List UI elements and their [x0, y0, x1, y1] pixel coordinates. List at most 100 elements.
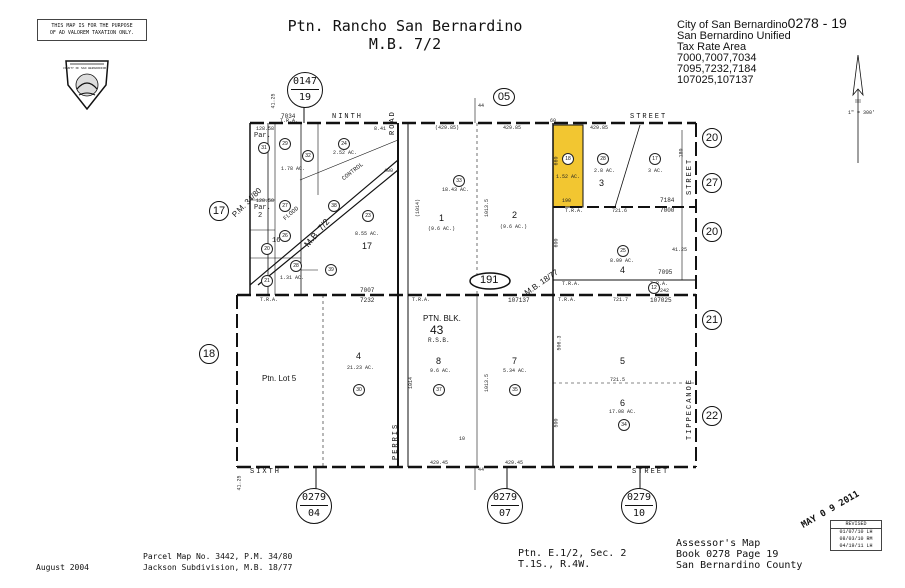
parcel-circle-28a[interactable]: 28	[597, 153, 609, 165]
dim-27: 128.58	[256, 198, 275, 204]
ref-bottom-1[interactable]: 0279 04	[296, 488, 332, 524]
parcel-6-acres: 17.08 AC.	[609, 409, 637, 415]
ref-bottom-2[interactable]: 0279 07	[487, 488, 523, 524]
parcel-circle-28b[interactable]: 28	[290, 260, 302, 272]
tra-code-7000: 7000	[660, 207, 675, 214]
parcel-3-acres: 2.8 AC.	[594, 168, 616, 174]
parcel-circle-37[interactable]: 37	[433, 384, 445, 396]
highlighted-parcel	[552, 124, 584, 208]
parcel-circle-29[interactable]: 29	[279, 138, 291, 150]
footer-section-1: Ptn. E.1/2, Sec. 2	[518, 548, 627, 559]
ref-top[interactable]: 0147 19	[287, 72, 323, 108]
ref-bottom-3[interactable]: 0279 10	[621, 488, 657, 524]
par-2-label: Par.	[254, 204, 271, 212]
adjacent-21[interactable]: 21	[702, 310, 722, 330]
north-arrow-icon	[852, 54, 864, 165]
parcel-circle-25[interactable]: 25	[617, 245, 629, 257]
dim-24: 41.25	[672, 247, 688, 253]
parcel-6-num: 6	[620, 398, 626, 408]
dim-28: 8.41	[374, 126, 387, 132]
parcel-circle-24[interactable]: 24	[338, 138, 350, 150]
parcel-circle-39[interactable]: 39	[325, 264, 337, 276]
adjacent-20b[interactable]: 20	[702, 222, 722, 242]
adjacent-17[interactable]: 17	[209, 201, 229, 221]
tippecanoe-label-top: STREET	[686, 157, 694, 195]
adjacent-22[interactable]: 22	[702, 406, 722, 426]
district-name: San Bernardino Unified	[677, 30, 791, 42]
parcel-circle-30[interactable]: 30	[353, 384, 365, 396]
dim-2: 429.85	[503, 125, 522, 131]
revised-3: 04/19/11 LH	[839, 543, 873, 549]
tra-mark-2: T.R.A.	[565, 208, 584, 214]
dim-4: 429.45	[430, 460, 449, 466]
tra-code-7232: 7232	[360, 297, 375, 304]
ref-top-book: 0147	[291, 74, 319, 90]
dim-25: 41.25	[236, 475, 243, 491]
parcel-circle-33[interactable]: 33	[453, 175, 465, 187]
parcel-4-top-num: 4	[620, 265, 626, 275]
dim-23: 41.25	[270, 93, 277, 109]
parcel-circle-34[interactable]: 34	[618, 419, 630, 431]
tra-label: Tax Rate Area	[677, 41, 747, 53]
footer-map-1: Assessor's Map	[676, 538, 761, 549]
parcel-circle-27[interactable]: 27	[279, 200, 291, 212]
title-line-2: M.B. 7/2	[368, 35, 442, 53]
parcel-circle-26[interactable]: 26	[279, 230, 291, 242]
parcel-circle-21[interactable]: 21	[261, 275, 273, 287]
revised-2: 08/03/10 RM	[839, 536, 873, 542]
tra-code-107137: 107137	[508, 297, 530, 304]
disclaimer-line-2: OF AD VALOREM TAXATION ONLY.	[49, 30, 135, 36]
revised-box: REVISED 01/07/10 LH 08/03/10 RM 04/19/11…	[830, 520, 882, 551]
par-1-label: Par.	[254, 132, 271, 140]
dim-15: 500	[553, 418, 560, 428]
parcel-circle-20[interactable]: 20	[261, 243, 273, 255]
parcel-circle-38[interactable]: 38	[328, 200, 340, 212]
adjacent-20a[interactable]: 20	[702, 128, 722, 148]
tra-code-107025: 107025	[650, 297, 672, 304]
adjacent-18[interactable]: 18	[199, 344, 219, 364]
parcel-7-num: 7	[512, 356, 518, 366]
parcel-circle-32[interactable]: 32	[302, 150, 314, 162]
disclaimer-line-1: THIS MAP IS FOR THE PURPOSE	[51, 23, 133, 29]
revised-1: 01/07/10 LH	[839, 529, 873, 535]
footer-map-3: San Bernardino County	[676, 560, 803, 571]
adjacent-27[interactable]: 27	[702, 173, 722, 193]
dim-18: 242	[660, 288, 670, 294]
ref-b1-page: 04	[307, 508, 321, 519]
adjacent-05[interactable]: 05	[493, 88, 515, 106]
perris-label: PERRIS	[392, 422, 400, 460]
parcel-circle-18[interactable]: 18	[562, 153, 574, 165]
sixth-street-label: SIXTH	[250, 468, 282, 476]
street-label-bottom: STREET	[632, 468, 670, 476]
ref-b2-page: 07	[498, 508, 512, 519]
dim-10: 721.7	[613, 297, 629, 303]
tra-code-7184: 7184	[660, 197, 675, 204]
scale-label: 1" = 300'	[848, 110, 876, 116]
disclaimer-box: THIS MAP IS FOR THE PURPOSE OF AD VALORE…	[37, 19, 147, 41]
parcel-circle-35[interactable]: 35	[509, 384, 521, 396]
parcel-18ac-acres: 18.43 AC.	[442, 187, 470, 193]
dim-3: 429.85	[590, 125, 609, 131]
parcel-circle-12[interactable]: 12	[648, 282, 660, 294]
parcel-circle-31[interactable]: 31	[258, 142, 270, 154]
parcel-4-bottom-num: 4	[356, 351, 362, 361]
tra-code-7034: 7034	[281, 113, 296, 120]
tra-code-7007: 7007	[360, 287, 375, 294]
parcel-4-bottom-acres: 21.23 AC.	[347, 365, 375, 371]
tra-code-7095: 7095	[658, 269, 673, 276]
ref-top-page: 19	[298, 92, 312, 103]
tra-mark-4: T.R.A.	[260, 297, 279, 303]
parcel-circle-23[interactable]: 23	[362, 210, 374, 222]
parcel-2-acres: (9.6 AC.)	[500, 224, 528, 230]
street-label-top: STREET	[630, 113, 668, 121]
block-line-1: PTN. BLK.	[423, 314, 461, 323]
dim-5: 429.45	[505, 460, 524, 466]
book-ref: 0278 - 19	[787, 15, 847, 31]
parcel-131-acres: 1.31 AC.	[280, 275, 305, 281]
lot-5-label: Ptn. Lot 5	[262, 374, 297, 383]
parcel-circle-17[interactable]: 17	[649, 153, 661, 165]
parcel-1-num: 1	[439, 213, 445, 223]
dim-26: 128.58	[256, 126, 275, 132]
dim-14: 660	[553, 156, 560, 166]
